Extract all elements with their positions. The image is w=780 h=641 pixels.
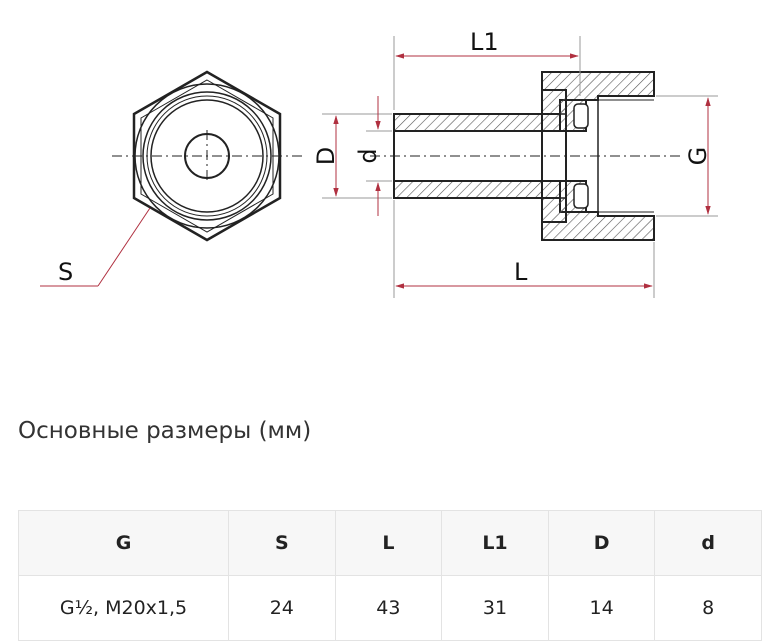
label-s: S [58,258,73,286]
label-g: G [684,147,712,166]
header-g: G [18,510,229,576]
thread-ring [142,91,272,221]
seal-bottom [573,183,589,209]
nipple-wall-bottom [393,180,561,199]
header-d-inner: d [654,510,762,576]
cell-g: G½, M20x1,5 [18,575,229,641]
table-header-row: G S L L1 D d [18,510,762,576]
cell-s: 24 [228,575,336,641]
label-d-outer: D [312,147,340,165]
hex-inner-outline [140,79,274,233]
section-title: Основные размеры (мм) [18,418,312,444]
table-row: G½, M20x1,5 24 43 31 14 8 [18,575,762,641]
cell-l1: 31 [441,575,549,641]
header-d-outer: D [547,510,656,576]
cell-d-inner: 8 [654,575,762,641]
hex-outline [132,70,282,242]
header-l1: L1 [441,510,549,576]
dimension-lines [322,36,718,298]
header-s: S [228,510,336,576]
label-l: L [514,258,528,286]
label-d-inner: d [354,148,382,163]
s-leader-line [97,207,151,287]
header-l: L [334,510,443,576]
seal-top [573,103,589,129]
nipple-wall-top [393,113,561,132]
hex-front-view [40,70,302,287]
section-side-view [370,71,680,241]
dimensions-table: G S L L1 D d G½, M20x1,5 24 43 31 14 8 [18,510,762,641]
cell-d-outer: 14 [547,575,656,641]
fitting-technical-drawing: S [40,28,718,298]
label-l1: L1 [470,28,499,56]
cell-l: 43 [334,575,443,641]
bore-ring [150,99,264,213]
